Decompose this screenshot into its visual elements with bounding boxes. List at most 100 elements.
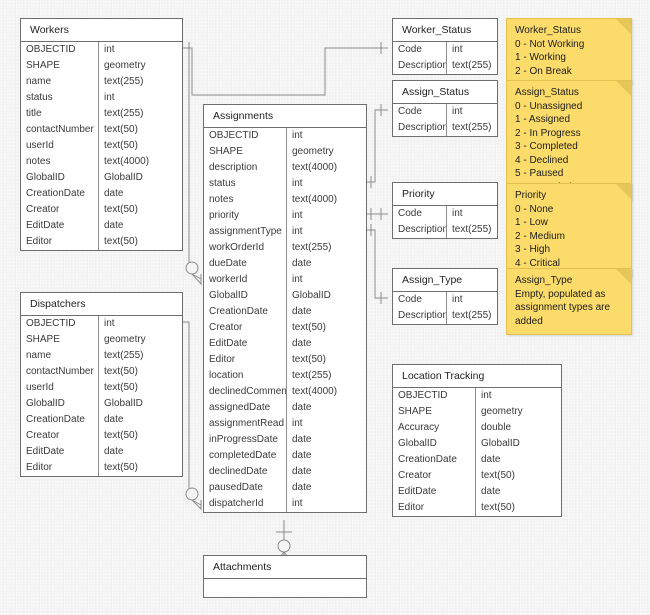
field-type: GlobalID xyxy=(292,290,331,301)
entity-attachments[interactable]: Attachments xyxy=(203,555,367,598)
field-name: Code xyxy=(393,206,447,222)
field-type: date xyxy=(292,482,312,493)
field-type: date xyxy=(481,486,501,497)
entity-title-dispatchers: Dispatchers xyxy=(21,293,182,316)
field-name: status xyxy=(21,90,99,106)
field-type: int xyxy=(481,390,492,401)
table-row: userId text(50) xyxy=(21,138,182,154)
table-row xyxy=(204,579,366,597)
field-type: date xyxy=(292,434,312,445)
field-name: CreationDate xyxy=(204,304,287,320)
note-title: Assign_Status xyxy=(515,87,579,98)
link-dispatchers-assignments xyxy=(183,321,190,492)
entity-title-assign-status: Assign_Status xyxy=(393,81,497,104)
field-name: SHAPE xyxy=(21,332,99,348)
field-type: text(255) xyxy=(104,108,144,119)
field-name: EditDate xyxy=(21,444,99,460)
note-assign-type[interactable]: Assign_Type Empty, populated as assignme… xyxy=(506,268,632,335)
field-type: text(50) xyxy=(104,430,138,441)
note-title: Worker_Status xyxy=(515,25,581,36)
field-name: title xyxy=(21,106,99,122)
field-type: date xyxy=(292,306,312,317)
table-row: CreationDate date xyxy=(21,186,182,202)
table-row: status int xyxy=(21,90,182,106)
field-name: CreationDate xyxy=(393,452,476,468)
field-type: text(50) xyxy=(292,354,326,365)
table-row: GlobalID GlobalID xyxy=(204,288,366,304)
field-type: date xyxy=(104,414,124,425)
field-name: Code xyxy=(393,292,447,308)
field-name: SHAPE xyxy=(21,58,99,74)
field-type: date xyxy=(104,188,124,199)
field-name: OBJECTID xyxy=(21,42,99,58)
field-name: userId xyxy=(21,138,99,154)
field-name: notes xyxy=(21,154,99,170)
table-row: pausedDate date xyxy=(204,480,366,496)
field-type: text(4000) xyxy=(292,194,338,205)
field-name: GlobalID xyxy=(393,436,476,452)
field-type: int xyxy=(452,44,463,55)
field-name: description xyxy=(204,160,287,176)
note-lines: Empty, populated as assignment types are… xyxy=(515,288,624,329)
field-name: CreationDate xyxy=(21,186,99,202)
field-name: assignmentType xyxy=(204,224,287,240)
note-line: 0 - Not Working xyxy=(515,38,585,50)
field-name: notes xyxy=(204,192,287,208)
note-line: 2 - In Progress xyxy=(515,127,581,139)
field-type: int xyxy=(104,92,115,103)
field-name: dueDate xyxy=(204,256,287,272)
note-line: 3 - Completed xyxy=(515,141,578,152)
field-name: GlobalID xyxy=(204,288,287,304)
field-type: geometry xyxy=(104,334,146,345)
field-name: EditDate xyxy=(393,484,476,500)
table-row: notes text(4000) xyxy=(204,192,366,208)
field-name: Editor xyxy=(21,234,99,250)
field-type: int xyxy=(292,418,303,429)
field-type: int xyxy=(452,208,463,219)
table-row: EditDate date xyxy=(393,484,561,500)
field-name: name xyxy=(21,74,99,90)
field-type: int xyxy=(292,226,303,237)
field-type: text(50) xyxy=(104,140,138,151)
field-name: Description xyxy=(393,58,447,74)
field-type: date xyxy=(292,466,312,477)
note-line: 0 - None xyxy=(515,203,554,215)
field-name: declinedComment xyxy=(204,384,287,400)
field-name: pausedDate xyxy=(204,480,287,496)
field-name: Description xyxy=(393,120,447,136)
field-type: date xyxy=(104,446,124,457)
field-type: geometry xyxy=(481,406,523,417)
crowfoot-circle-workerid xyxy=(185,261,199,275)
field-type: text(50) xyxy=(104,236,138,247)
field-name: SHAPE xyxy=(204,144,287,160)
